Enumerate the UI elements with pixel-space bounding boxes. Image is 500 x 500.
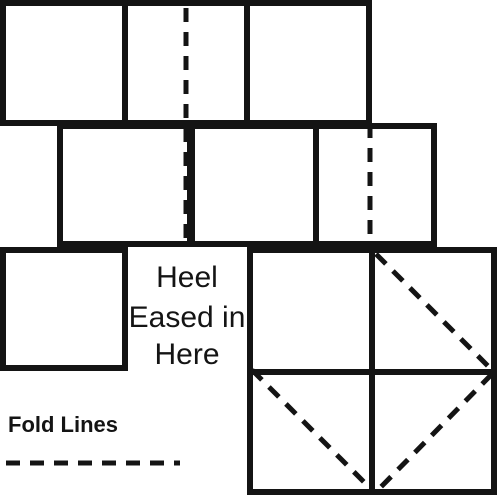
- heel-label-line-1: Heel: [156, 261, 218, 294]
- heel-label-line-2: Eased in: [129, 301, 246, 334]
- square-r4-c4: [369, 369, 497, 495]
- square-r2-c3: [313, 123, 437, 247]
- heel-label-line-3: Here: [154, 338, 219, 371]
- fold-line-diagonal-lower-left: [250, 368, 370, 488]
- fold-line-diagonal-upper-right: [374, 252, 494, 372]
- square-r2-c1: [57, 123, 193, 247]
- fold-line-diagonal-lower-right: [374, 372, 494, 494]
- square-r1-c1: [0, 0, 128, 126]
- square-r2-c2: [189, 123, 319, 247]
- square-r1-c3: [244, 0, 372, 126]
- legend-label: Fold Lines: [8, 412, 118, 437]
- square-r3-left: [0, 247, 128, 371]
- square-r3-c3: [247, 247, 375, 375]
